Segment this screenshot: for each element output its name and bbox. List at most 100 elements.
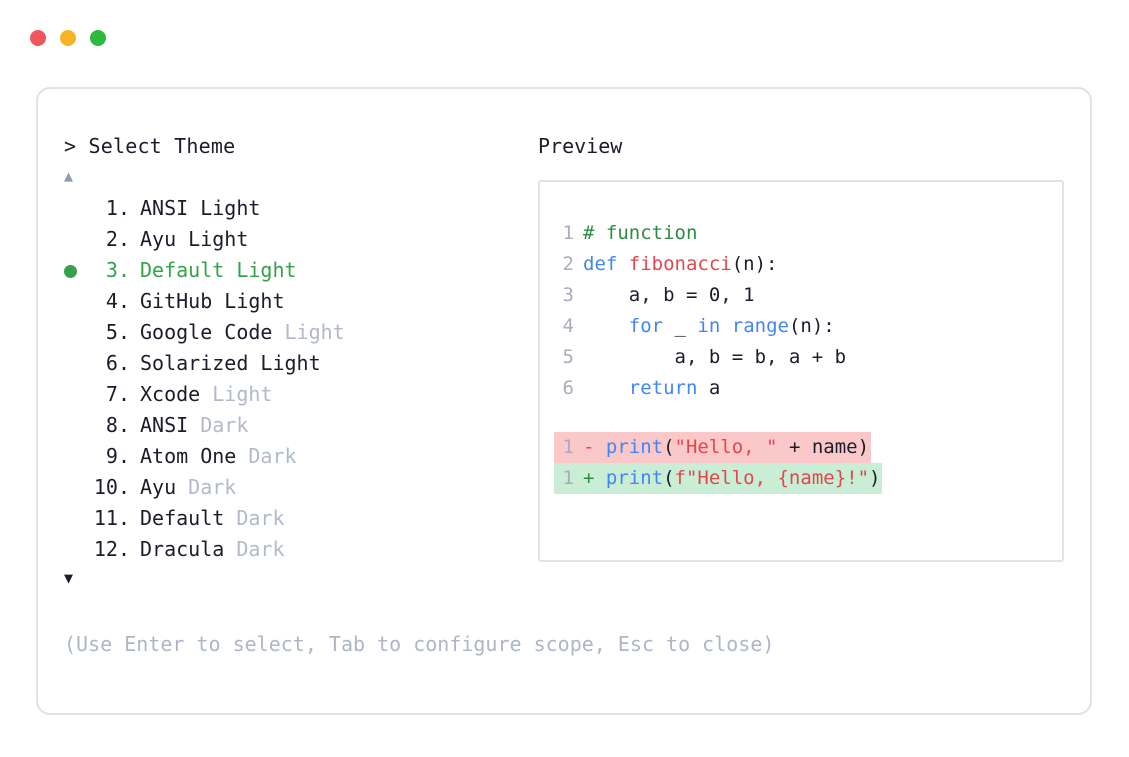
- theme-item-name: ANSI Dark: [140, 413, 249, 437]
- card-columns: > Select Theme ▲ 1. ANSI Light 2. Ayu Light…: [38, 89, 1090, 713]
- code-token: ): [869, 467, 881, 489]
- code-token: in: [697, 315, 721, 337]
- minimize-window-button[interactable]: [60, 30, 76, 46]
- theme-item-number: 8.: [105, 413, 130, 437]
- theme-item-mode-tag: Light: [236, 258, 297, 282]
- diff-sample: 1- print("Hello, " + name)1+ print(f"Hel…: [554, 432, 1062, 494]
- theme-item-number: 3.: [105, 258, 130, 282]
- theme-item-number: 6.: [105, 351, 130, 375]
- diff-marker: -: [583, 436, 606, 458]
- theme-list-item[interactable]: 5.Google Code Light: [64, 317, 524, 348]
- code-token: (n):: [731, 253, 778, 275]
- code-line: 1 # function: [554, 218, 1062, 249]
- select-theme-prompt: > Select Theme: [64, 134, 236, 158]
- code-token: a: [697, 377, 721, 399]
- theme-item-number: 4.: [105, 289, 130, 313]
- theme-item-name: GitHub Light: [140, 289, 285, 313]
- code-token: for: [628, 315, 664, 337]
- selected-indicator-icon: [64, 410, 90, 441]
- code-line-number: 1: [562, 222, 574, 244]
- theme-item-name: Xcode Light: [140, 382, 273, 406]
- diff-line-number: 1: [562, 436, 574, 458]
- code-token: f"Hello, {name}!": [674, 467, 870, 489]
- theme-list-item[interactable]: 4. GitHub Light: [64, 286, 524, 317]
- theme-list-item[interactable]: 8. ANSI Dark: [64, 410, 524, 441]
- theme-item-number: 9.: [105, 444, 130, 468]
- theme-item-number: 2.: [105, 227, 130, 251]
- code-line: 4 for _ in range(n):: [554, 311, 1062, 342]
- code-token: (: [663, 436, 675, 458]
- theme-list-item[interactable]: 9. Atom One Dark: [64, 441, 524, 472]
- theme-item-mode-tag: Dark: [200, 413, 249, 437]
- theme-list-item[interactable]: 6. Solarized Light: [64, 348, 524, 379]
- theme-item-number: 5.: [105, 320, 130, 344]
- theme-item-name: Ayu Light: [140, 227, 249, 251]
- theme-selector-card: > Select Theme ▲ 1. ANSI Light 2. Ayu Light…: [36, 87, 1092, 715]
- theme-item-number: 1.: [105, 196, 130, 220]
- code-line: 2 def fibonacci(n):: [554, 249, 1062, 280]
- theme-item-name: Default Dark: [140, 506, 285, 530]
- theme-list-item[interactable]: 10. Ayu Dark: [64, 472, 524, 503]
- theme-item-mode-tag: Dark: [248, 444, 297, 468]
- code-line-number: 2: [562, 253, 574, 275]
- diff-added-line: 1+ print(f"Hello, {name}!"): [554, 463, 883, 494]
- maximize-window-button[interactable]: [90, 30, 106, 46]
- code-token: (: [663, 467, 675, 489]
- code-token: a, b = 0, 1: [583, 284, 755, 306]
- theme-item-name: Dracula Dark: [140, 537, 285, 561]
- theme-list-item[interactable]: 1. ANSI Light: [64, 193, 524, 224]
- code-token: range: [731, 315, 789, 337]
- selected-indicator-icon: [64, 286, 90, 317]
- theme-item-name: ANSI Light: [140, 196, 261, 220]
- code-token: return: [628, 377, 698, 399]
- code-token: print: [605, 436, 664, 458]
- code-line: 3 a, b = 0, 1: [554, 280, 1062, 311]
- theme-item-name: Default Light: [140, 258, 297, 282]
- code-line: 6 return a: [554, 373, 1062, 404]
- code-line-number: 5: [562, 346, 574, 368]
- theme-item-mode-tag: Light: [260, 351, 321, 375]
- selected-indicator-icon: [64, 193, 90, 224]
- selected-indicator-icon: [64, 379, 90, 410]
- theme-item-number: 12.: [93, 537, 130, 561]
- code-token: # function: [583, 222, 698, 244]
- theme-list-item[interactable]: 7. Xcode Light: [64, 379, 524, 410]
- diff-line-number: 1: [562, 467, 574, 489]
- code-token: + name): [777, 436, 870, 458]
- theme-item-mode-tag: Dark: [188, 475, 237, 499]
- code-token: print: [605, 467, 664, 489]
- code-token: fibonacci: [628, 253, 732, 275]
- theme-list: 1. ANSI Light 2. Ayu Light 3. Default Light 4.…: [64, 193, 524, 565]
- code-token: def: [583, 253, 629, 275]
- diff-removed-line: 1- print("Hello, " + name): [554, 432, 872, 463]
- theme-item-mode-tag: Dark: [236, 506, 285, 530]
- preview-label: Preview: [538, 134, 623, 158]
- selected-indicator-icon: [64, 503, 90, 534]
- selected-indicator-icon: [64, 348, 90, 379]
- diff-line-wrapper: 1- print("Hello, " + name): [554, 432, 1062, 463]
- theme-list-item[interactable]: 3. Default Light: [64, 255, 524, 286]
- code-token: (n):: [788, 315, 835, 337]
- theme-item-name: Ayu Dark: [140, 475, 237, 499]
- theme-item-name: Solarized Light: [140, 351, 321, 375]
- theme-item-number: 7.: [105, 382, 130, 406]
- close-window-button[interactable]: [30, 30, 46, 46]
- selected-indicator-icon: [64, 472, 90, 503]
- code-token: [583, 315, 629, 337]
- code-token: [720, 315, 731, 337]
- theme-list-item[interactable]: 2. Ayu Light: [64, 224, 524, 255]
- theme-list-item[interactable]: 11. Default Dark: [64, 503, 524, 534]
- keyboard-hint: (Use Enter to select, Tab to configure s…: [64, 632, 775, 656]
- theme-list-item[interactable]: 12. Dracula Dark: [64, 534, 524, 565]
- theme-item-number: 10.: [93, 475, 130, 499]
- selected-indicator-icon: [64, 441, 90, 472]
- scroll-up-icon[interactable]: ▲: [64, 167, 74, 185]
- theme-item-mode-tag: Light: [212, 382, 273, 406]
- theme-selector-pane: > Select Theme ▲ 1. ANSI Light 2. Ayu Light…: [64, 133, 524, 589]
- theme-item-number: 11.: [93, 506, 130, 530]
- theme-item-name: Atom One Dark: [140, 444, 297, 468]
- scroll-down-icon[interactable]: ▼: [64, 569, 74, 587]
- window-titlebar: [30, 30, 106, 46]
- theme-item-mode-tag: Light: [224, 289, 285, 313]
